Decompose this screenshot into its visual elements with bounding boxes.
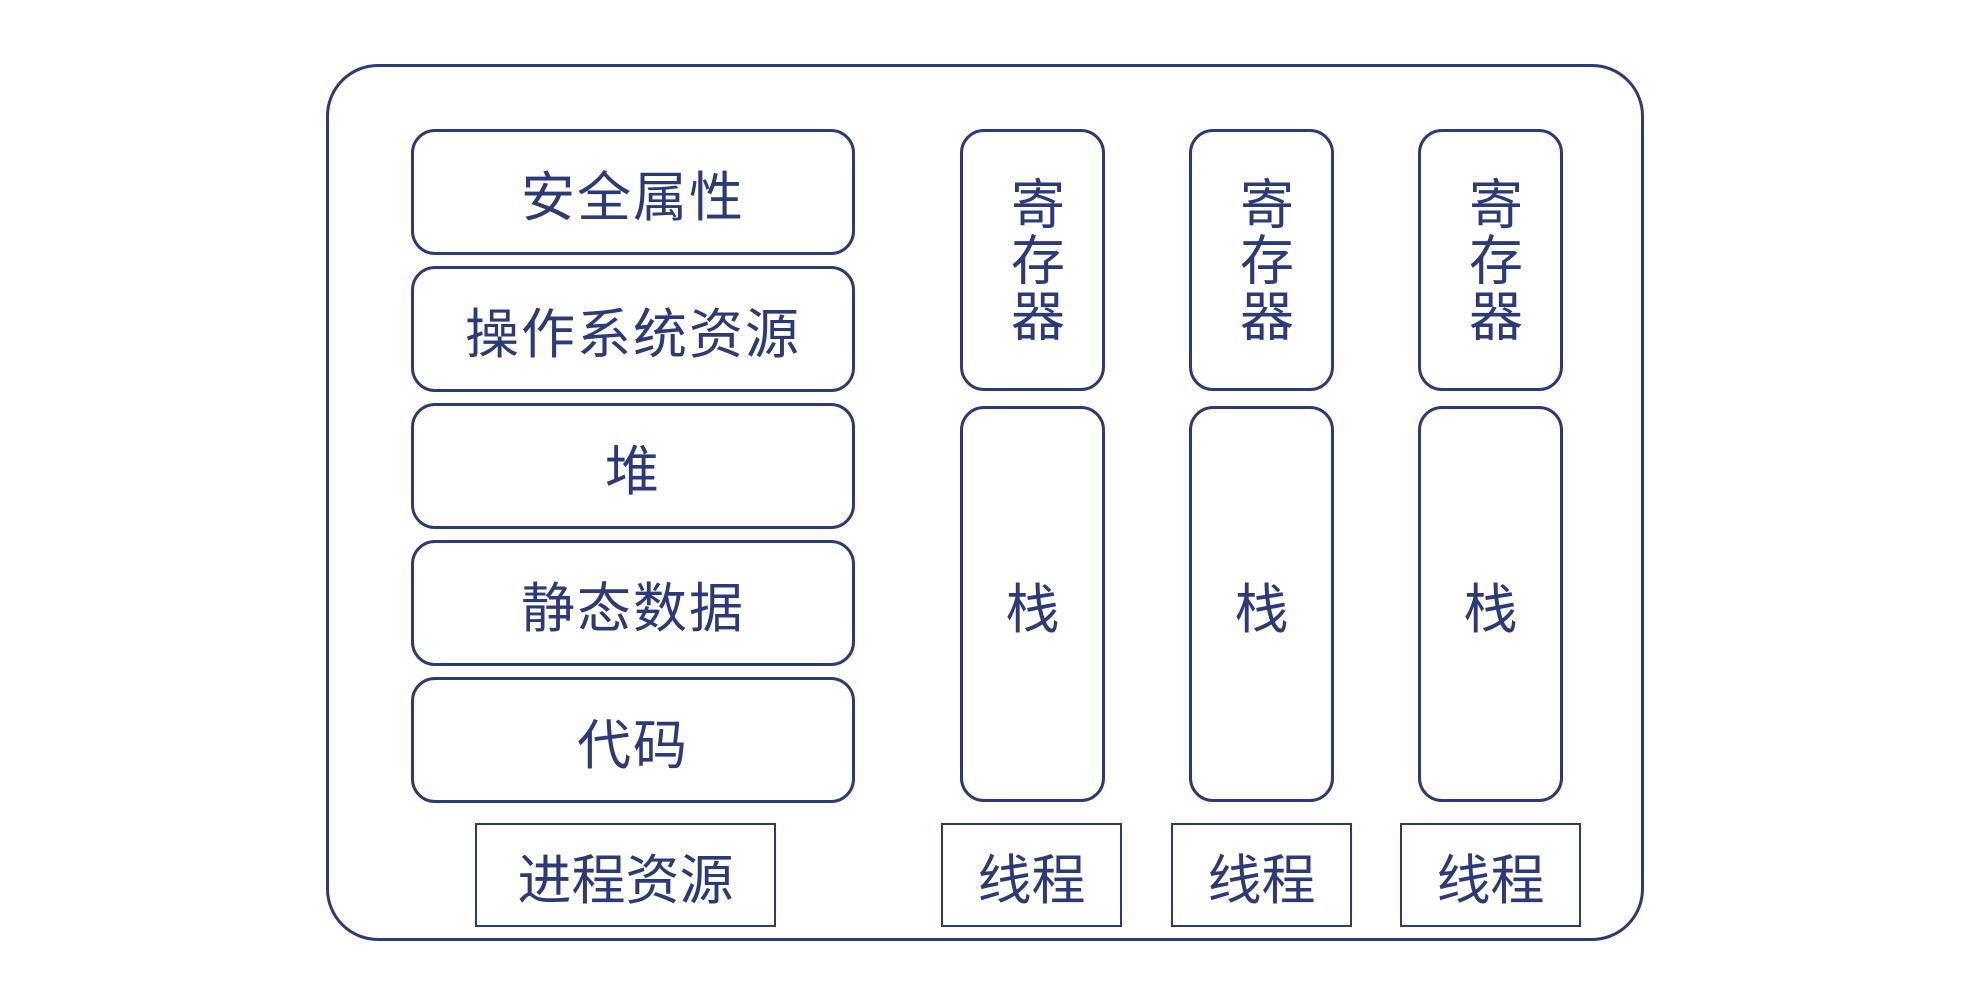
- thread-3-stack-box: 栈: [1418, 406, 1563, 802]
- thread-1-label-box: 线程: [941, 823, 1122, 927]
- os-resources-label: 操作系统资源: [465, 302, 801, 366]
- security-attributes-box: 安全属性: [411, 129, 855, 255]
- thread-2-register-box: 寄存器: [1189, 129, 1334, 391]
- thread-2-register-label: 寄存器: [1230, 176, 1294, 344]
- static-data-box: 静态数据: [411, 540, 855, 666]
- thread-3-label-box: 线程: [1400, 823, 1581, 927]
- thread-2-label: 线程: [1207, 848, 1316, 912]
- os-resources-box: 操作系统资源: [411, 266, 855, 392]
- process-resources-label-box: 进程资源: [475, 823, 776, 927]
- heap-label: 堆: [605, 439, 661, 503]
- static-data-label: 静态数据: [521, 576, 745, 640]
- thread-3-stack-label: 栈: [1463, 577, 1518, 641]
- security-attributes-label: 安全属性: [521, 165, 745, 229]
- code-label: 代码: [577, 713, 689, 777]
- thread-1-stack-label: 栈: [1005, 577, 1060, 641]
- process-resources-label: 进程资源: [517, 848, 734, 912]
- heap-box: 堆: [411, 403, 855, 529]
- code-box: 代码: [411, 677, 855, 803]
- thread-3-label: 线程: [1436, 848, 1545, 912]
- thread-3-register-label: 寄存器: [1459, 176, 1523, 344]
- thread-2-stack-label: 栈: [1234, 577, 1289, 641]
- thread-2-label-box: 线程: [1171, 823, 1352, 927]
- thread-1-label: 线程: [977, 848, 1086, 912]
- thread-2-stack-box: 栈: [1189, 406, 1334, 802]
- thread-1-register-label: 寄存器: [1001, 176, 1065, 344]
- thread-1-register-box: 寄存器: [960, 129, 1105, 391]
- thread-1-stack-box: 栈: [960, 406, 1105, 802]
- thread-3-register-box: 寄存器: [1418, 129, 1563, 391]
- process-container: [326, 64, 1644, 941]
